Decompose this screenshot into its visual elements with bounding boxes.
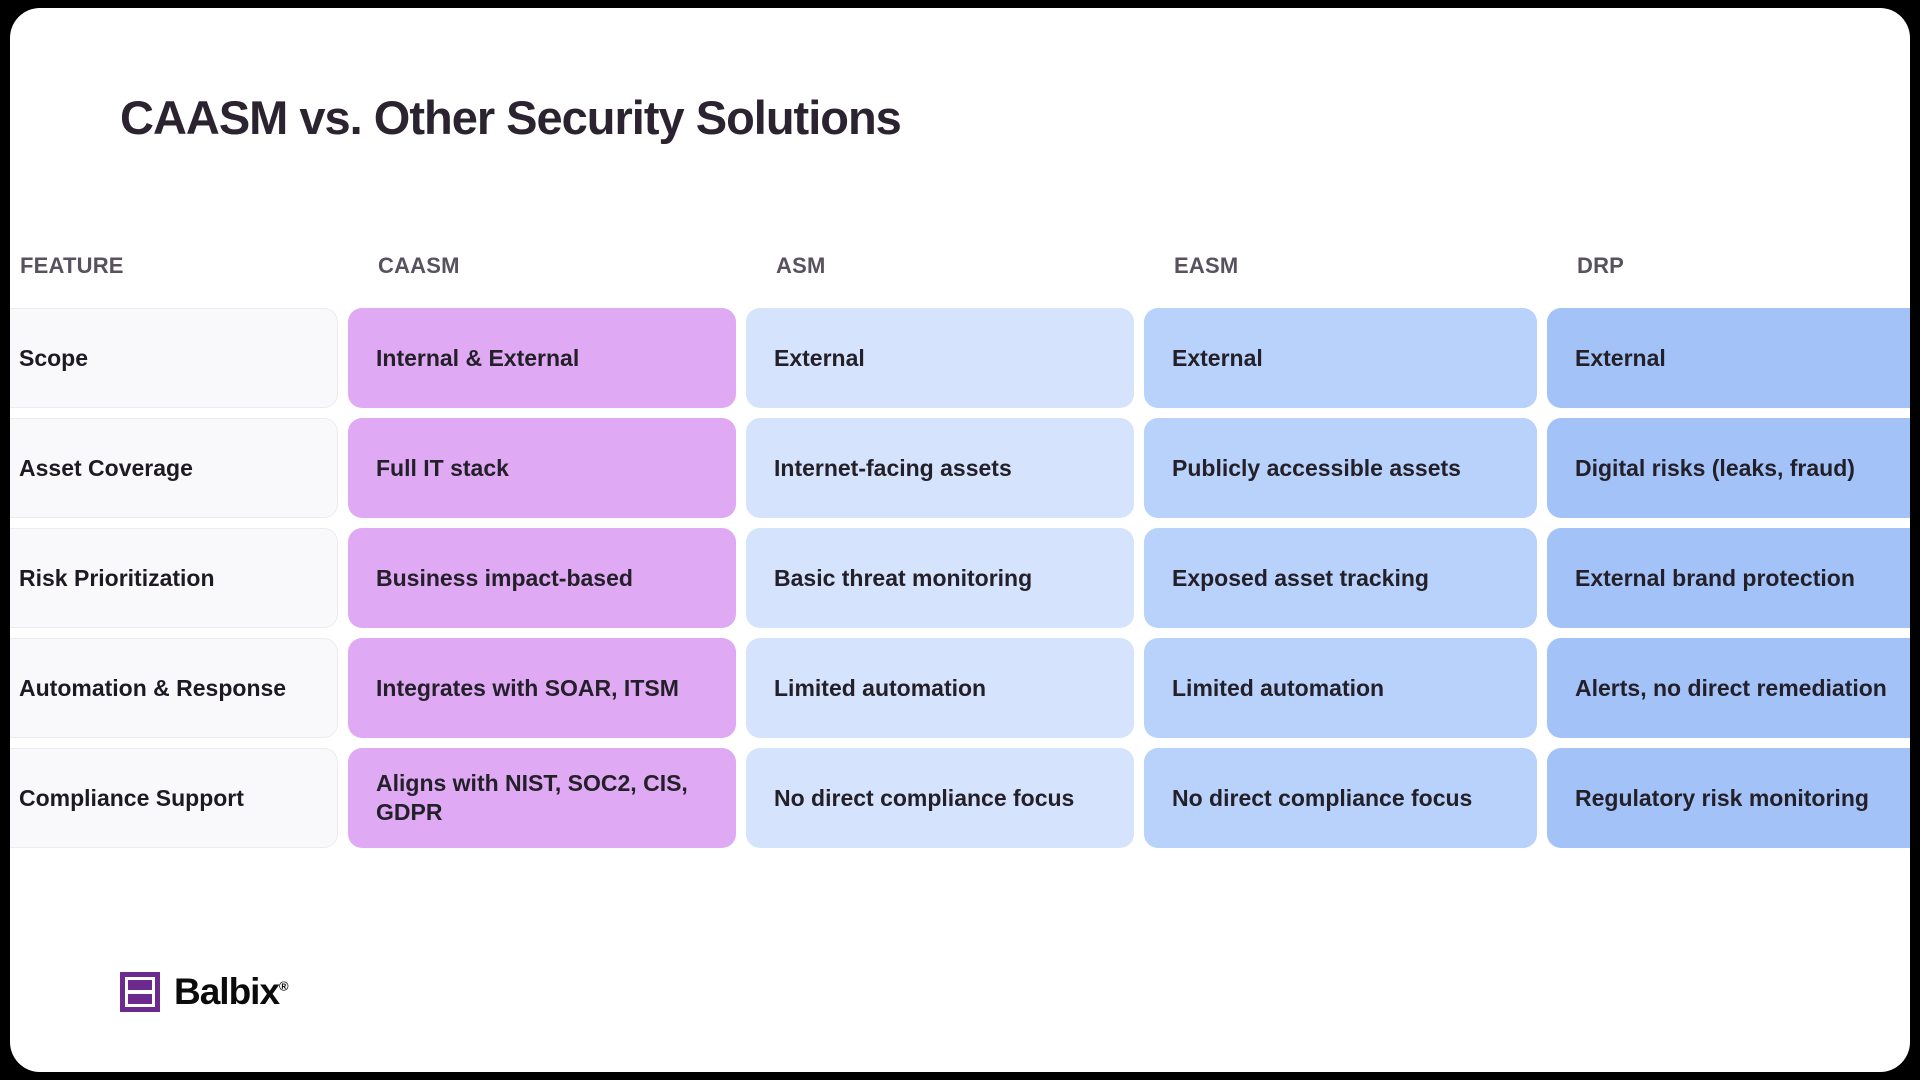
table-header-row: FEATURE CAASM ASM EASM DRP	[10, 253, 1910, 308]
balbix-logo: Balbix®	[120, 971, 289, 1013]
cell-caasm: Aligns with NIST, SOC2, CIS, GDPR	[348, 748, 736, 848]
cell-caasm: Business impact-based	[348, 528, 736, 628]
cell-easm: Exposed asset tracking	[1144, 528, 1537, 628]
cell-easm: Publicly accessible assets	[1144, 418, 1537, 518]
cell-drp: Digital risks (leaks, fraud)	[1547, 418, 1910, 518]
balbix-logo-icon	[120, 972, 160, 1012]
cell-asm: Internet-facing assets	[746, 418, 1134, 518]
comparison-table: FEATURE CAASM ASM EASM DRP Scope Interna…	[10, 253, 1910, 858]
table-row: Automation & Response Integrates with SO…	[10, 638, 1910, 738]
cell-drp: Alerts, no direct remediation	[1547, 638, 1910, 738]
cell-asm: External	[746, 308, 1134, 408]
table-row: Asset Coverage Full IT stack Internet-fa…	[10, 418, 1910, 518]
cell-easm: External	[1144, 308, 1537, 408]
page-title: CAASM vs. Other Security Solutions	[120, 91, 902, 144]
cell-feature: Risk Prioritization	[10, 528, 338, 628]
column-header-caasm: CAASM	[378, 253, 460, 278]
cell-drp: External	[1547, 308, 1910, 408]
cell-caasm: Full IT stack	[348, 418, 736, 518]
balbix-logo-text: Balbix®	[174, 971, 289, 1013]
cell-feature: Automation & Response	[10, 638, 338, 738]
cell-feature: Scope	[10, 308, 338, 408]
registered-trademark-icon: ®	[279, 978, 289, 994]
cell-asm: Limited automation	[746, 638, 1134, 738]
cell-asm: No direct compliance focus	[746, 748, 1134, 848]
cell-caasm: Internal & External	[348, 308, 736, 408]
table-row: Compliance Support Aligns with NIST, SOC…	[10, 748, 1910, 848]
table-row: Scope Internal & External External Exter…	[10, 308, 1910, 408]
cell-easm: Limited automation	[1144, 638, 1537, 738]
cell-asm: Basic threat monitoring	[746, 528, 1134, 628]
column-header-feature: FEATURE	[20, 253, 124, 278]
cell-feature: Compliance Support	[10, 748, 338, 848]
cell-feature: Asset Coverage	[10, 418, 338, 518]
column-header-drp: DRP	[1577, 253, 1625, 278]
cell-drp: Regulatory risk monitoring	[1547, 748, 1910, 848]
column-header-asm: ASM	[776, 253, 826, 278]
cell-drp: External brand protection	[1547, 528, 1910, 628]
table-row: Risk Prioritization Business impact-base…	[10, 528, 1910, 628]
balbix-wordmark: Balbix	[174, 971, 280, 1012]
cell-easm: No direct compliance focus	[1144, 748, 1537, 848]
cell-caasm: Integrates with SOAR, ITSM	[348, 638, 736, 738]
column-header-easm: EASM	[1174, 253, 1239, 278]
page-card: CAASM vs. Other Security Solutions FEATU…	[10, 8, 1910, 1072]
